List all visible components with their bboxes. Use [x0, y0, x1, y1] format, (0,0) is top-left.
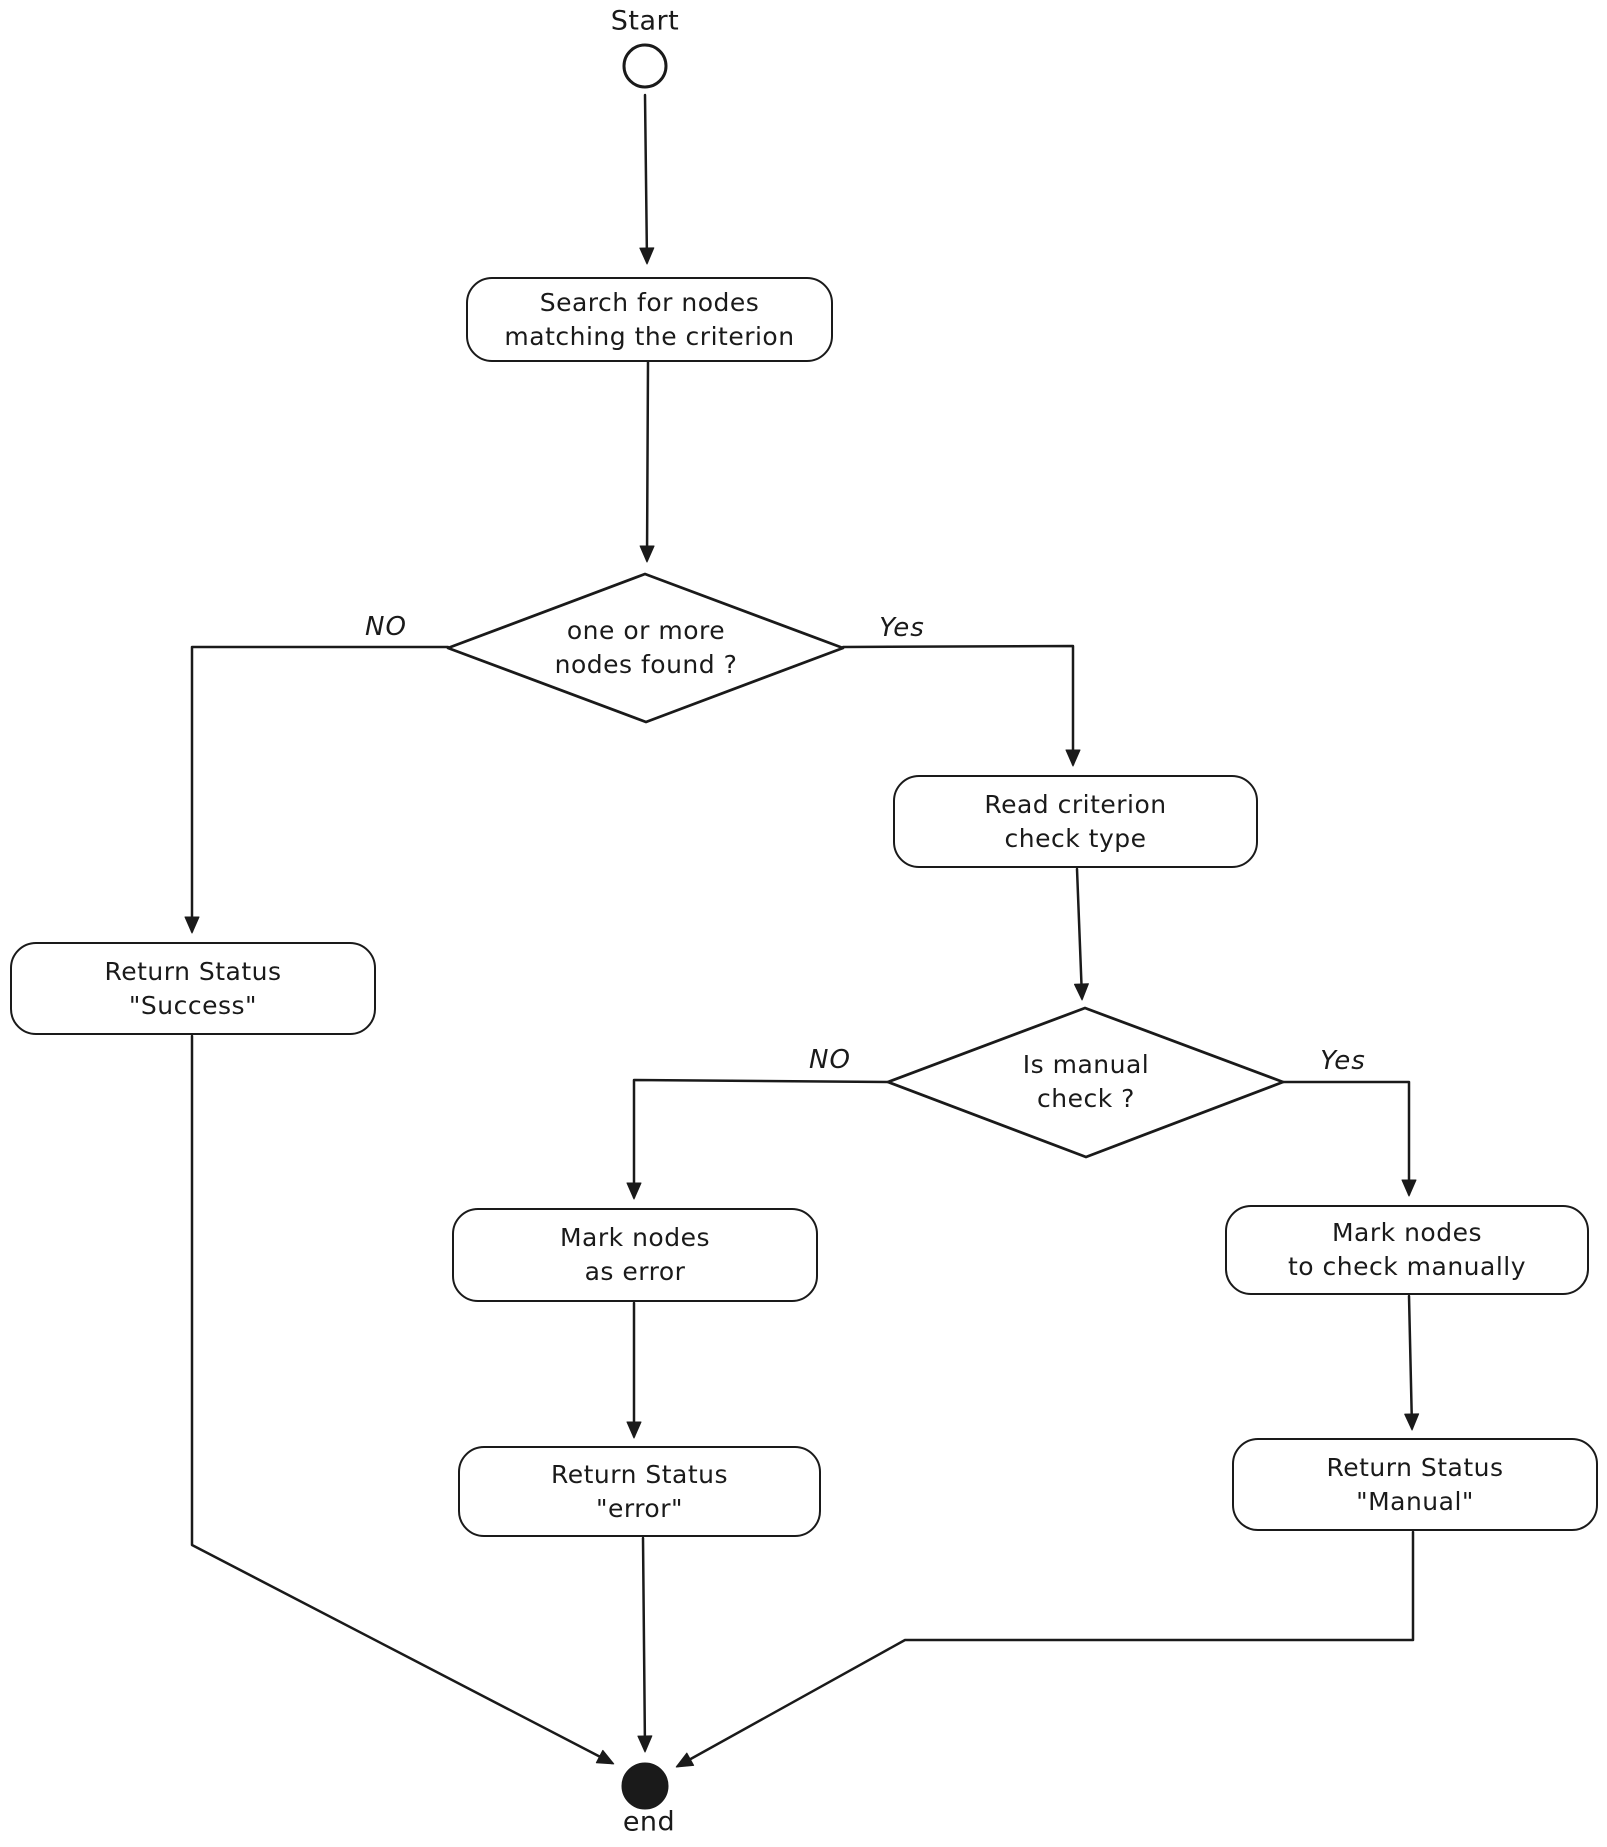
edge-manual-to-end — [675, 1530, 1415, 1768]
node-return-success-line1: Return Status — [104, 956, 282, 986]
arrow-start-to-search — [639, 93, 655, 265]
edge-manual-yes — [1281, 1080, 1417, 1197]
edge-label-manual-yes: Yes — [1320, 1046, 1366, 1076]
node-return-manual-line1: Return Status — [1326, 1452, 1504, 1482]
node-mark-error-line1: Mark nodes — [559, 1223, 710, 1252]
manual-decision-diamond — [886, 1006, 1285, 1159]
node-mark-manual-line1: Mark nodes — [1331, 1218, 1482, 1247]
arrow-markmanual-to-returnmanual — [1404, 1294, 1420, 1431]
node-mark-manual-line2: to check manually — [1287, 1252, 1527, 1281]
node-return-manual: Return Status "Manual" — [1232, 1438, 1598, 1531]
node-read-criterion-line1: Read criterion — [984, 789, 1167, 819]
edge-label-found-yes: Yes — [879, 613, 925, 643]
node-return-success-line2: "Success" — [128, 990, 258, 1020]
start-label: Start — [610, 5, 680, 37]
edge-found-yes — [841, 644, 1081, 767]
edge-found-no — [184, 645, 450, 934]
end-label: end — [622, 1806, 676, 1838]
arrow-read-to-manual — [1073, 867, 1089, 1001]
node-read-criterion-line2: check type — [1004, 823, 1147, 853]
end-circle — [621, 1762, 669, 1810]
edge-error-to-end — [637, 1536, 653, 1753]
node-return-error-line2: "error" — [595, 1493, 684, 1523]
node-search-line2: matching the criterion — [504, 321, 795, 351]
node-return-manual-line2: "Manual" — [1356, 1486, 1474, 1516]
node-return-success: Return Status "Success" — [10, 942, 376, 1035]
edge-label-found-no: NO — [365, 612, 407, 642]
node-mark-error: Mark nodes as error — [452, 1208, 818, 1302]
node-mark-error-line2: as error — [584, 1257, 686, 1286]
edge-label-manual-no: NO — [809, 1045, 851, 1075]
node-mark-manual: Mark nodes to check manually — [1225, 1205, 1589, 1295]
node-read-criterion: Read criterion check type — [893, 775, 1258, 868]
start-circle — [622, 43, 668, 89]
edge-success-to-end — [190, 1034, 615, 1765]
node-search: Search for nodes matching the criterion — [466, 277, 833, 362]
node-return-error-line1: Return Status — [550, 1459, 729, 1489]
arrow-search-to-found — [639, 360, 655, 563]
node-search-line1: Search for nodes — [539, 287, 760, 317]
found-decision-diamond — [446, 572, 845, 724]
node-return-error: Return Status "error" — [458, 1446, 821, 1537]
edge-manual-no — [626, 1078, 890, 1200]
